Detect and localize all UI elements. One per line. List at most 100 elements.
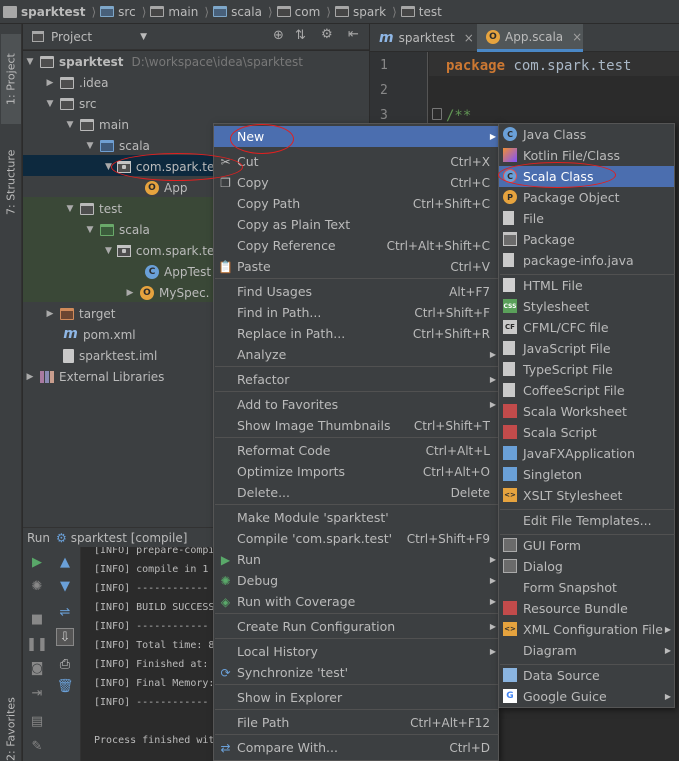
- submenu-item-form-snapshot[interactable]: Form Snapshot: [523, 580, 617, 595]
- menu-item-run-coverage[interactable]: ◈Run with Coverage▶: [214, 591, 498, 612]
- tree-item-apptest[interactable]: C AppTest: [130, 261, 476, 282]
- collapse-arrow-icon[interactable]: ▶: [46, 308, 54, 319]
- submenu-item-scala-worksheet[interactable]: Scala Worksheet: [499, 401, 674, 422]
- menu-item-local-history[interactable]: Local History▶: [237, 644, 496, 659]
- tree-item-external-libraries[interactable]: ▶ External Libraries: [26, 369, 165, 384]
- menu-item-add-to-favorites[interactable]: Add to Favorites▶: [237, 397, 496, 412]
- tool-tab-favorites[interactable]: 2: Favorites: [4, 697, 18, 761]
- chevron-down-icon[interactable]: ▼: [140, 31, 147, 42]
- submenu-item-scala-script[interactable]: Scala Script: [499, 422, 674, 443]
- menu-item-compile[interactable]: Compile 'com.spark.test'Ctrl+Shift+F9: [237, 531, 490, 546]
- submenu-item-dialog[interactable]: Dialog: [499, 556, 674, 577]
- submenu-item-gui-form[interactable]: GUI Form: [499, 535, 674, 556]
- debug-icon[interactable]: ✺: [31, 578, 43, 594]
- expand-arrow-icon[interactable]: ▼: [26, 56, 34, 67]
- menu-item-show-in-explorer[interactable]: Show in Explorer: [237, 690, 343, 705]
- breadcrumb-item-project[interactable]: sparktest⟩: [3, 0, 96, 23]
- breadcrumb-item-src[interactable]: src⟩: [100, 0, 146, 23]
- expand-arrow-icon[interactable]: ▼: [46, 98, 54, 109]
- fold-icon[interactable]: [432, 108, 442, 120]
- expand-arrow-icon[interactable]: ▼: [86, 140, 94, 151]
- submenu-item-coffeescript-file[interactable]: CoffeeScript File: [499, 380, 674, 401]
- scroll-down-icon[interactable]: ▼: [60, 578, 70, 594]
- menu-item-refactor[interactable]: Refactor▶: [237, 372, 496, 387]
- submenu-item-xml-configuration[interactable]: <>XML Configuration File▶: [503, 622, 671, 637]
- submenu-item-edit-file-templates[interactable]: Edit File Templates...: [523, 513, 652, 528]
- close-icon[interactable]: ×: [463, 31, 474, 45]
- pin-icon[interactable]: ✎: [31, 738, 43, 754]
- tree-item-myspec[interactable]: ▶ O MySpec.: [126, 285, 210, 300]
- tree-item-src[interactable]: ▼ src: [46, 96, 97, 111]
- tree-item-iml[interactable]: sparktest.iml: [48, 345, 394, 366]
- submenu-item-kotlin-file[interactable]: Kotlin File/Class: [499, 145, 674, 166]
- submenu-item-package[interactable]: Package: [499, 229, 674, 250]
- menu-item-find-in-path[interactable]: Find in Path...Ctrl+Shift+F: [237, 305, 490, 320]
- tree-item-sparktest[interactable]: ▼ sparktest D:\workspace\idea\sparktest: [26, 54, 303, 69]
- breadcrumb-item-scala[interactable]: scala⟩: [213, 0, 273, 23]
- submenu-item-typescript-file[interactable]: TypeScript File: [499, 359, 674, 380]
- tool-tab-structure[interactable]: 7: Structure: [4, 149, 18, 215]
- menu-item-replace-in-path[interactable]: Replace in Path...Ctrl+Shift+R: [237, 326, 490, 341]
- collapse-all-icon[interactable]: ⇅: [295, 28, 306, 43]
- tree-item-target[interactable]: ▶ target: [46, 306, 116, 321]
- menu-item-copy-plain-text[interactable]: Copy as Plain Text: [237, 217, 351, 232]
- submenu-item-diagram[interactable]: Diagram▶: [523, 643, 671, 658]
- tree-item-test-scala[interactable]: ▼ scala: [86, 222, 150, 237]
- submenu-item-data-source[interactable]: Data Source: [499, 665, 674, 686]
- menu-item-debug[interactable]: ✺Debug▶: [214, 570, 498, 591]
- tool-tab-project[interactable]: 1: Project: [1, 34, 21, 124]
- project-view-selector[interactable]: Project: [51, 29, 93, 44]
- hide-panel-icon[interactable]: ⇤: [348, 27, 359, 42]
- collapse-arrow-icon[interactable]: ▶: [46, 77, 54, 88]
- close-icon[interactable]: ×: [572, 29, 583, 44]
- menu-item-create-run-config[interactable]: Create Run Configuration▶: [237, 619, 496, 634]
- expand-arrow-icon[interactable]: ▼: [66, 203, 74, 214]
- tree-item-test-package[interactable]: ▼ com.spark.te: [105, 243, 213, 258]
- collapse-arrow-icon[interactable]: ▶: [126, 287, 134, 298]
- tree-item-idea[interactable]: ▶ .idea: [46, 75, 109, 90]
- rerun-icon[interactable]: ▶: [32, 554, 42, 570]
- breadcrumb-item-test[interactable]: test: [400, 0, 442, 23]
- gear-icon[interactable]: ⚙: [321, 27, 333, 42]
- scroll-to-end-icon[interactable]: ⇩: [56, 628, 74, 646]
- breadcrumb-item-main[interactable]: main⟩: [150, 0, 209, 23]
- submenu-item-singleton[interactable]: Singleton: [499, 464, 674, 485]
- tree-item-main-scala[interactable]: ▼ scala: [86, 138, 150, 153]
- locate-icon[interactable]: ⊕: [273, 28, 284, 43]
- menu-item-analyze[interactable]: Analyze▶: [237, 347, 496, 362]
- soft-wrap-icon[interactable]: ⇌: [59, 604, 71, 620]
- menu-item-synchronize[interactable]: ⟳Synchronize 'test': [214, 662, 498, 683]
- tree-item-app[interactable]: O App: [130, 177, 476, 198]
- expand-arrow-icon[interactable]: ▼: [105, 161, 112, 172]
- expand-arrow-icon[interactable]: ▼: [86, 224, 94, 235]
- tab-app-scala[interactable]: O App.scala ×: [477, 24, 583, 52]
- clear-all-icon[interactable]: 🗑: [56, 678, 74, 694]
- menu-item-run[interactable]: ▶Run▶: [214, 549, 498, 570]
- breadcrumb-item-spark[interactable]: spark⟩: [334, 0, 397, 23]
- pause-icon[interactable]: ❚❚: [26, 636, 48, 652]
- tree-item-main[interactable]: ▼ main: [66, 117, 129, 132]
- submenu-item-package-info[interactable]: package-info.java: [499, 250, 674, 271]
- dump-threads-icon[interactable]: ◙: [30, 660, 44, 676]
- tab-sparktest[interactable]: m sparktest ×: [379, 30, 474, 46]
- restore-layout-icon[interactable]: ▤: [30, 713, 44, 729]
- menu-item-delete[interactable]: Delete...Delete: [237, 485, 490, 500]
- submenu-item-file[interactable]: File: [499, 208, 674, 229]
- expand-arrow-icon[interactable]: ▼: [105, 245, 112, 256]
- breadcrumb-item-com[interactable]: com⟩: [276, 0, 331, 23]
- expand-arrow-icon[interactable]: ▼: [66, 119, 74, 130]
